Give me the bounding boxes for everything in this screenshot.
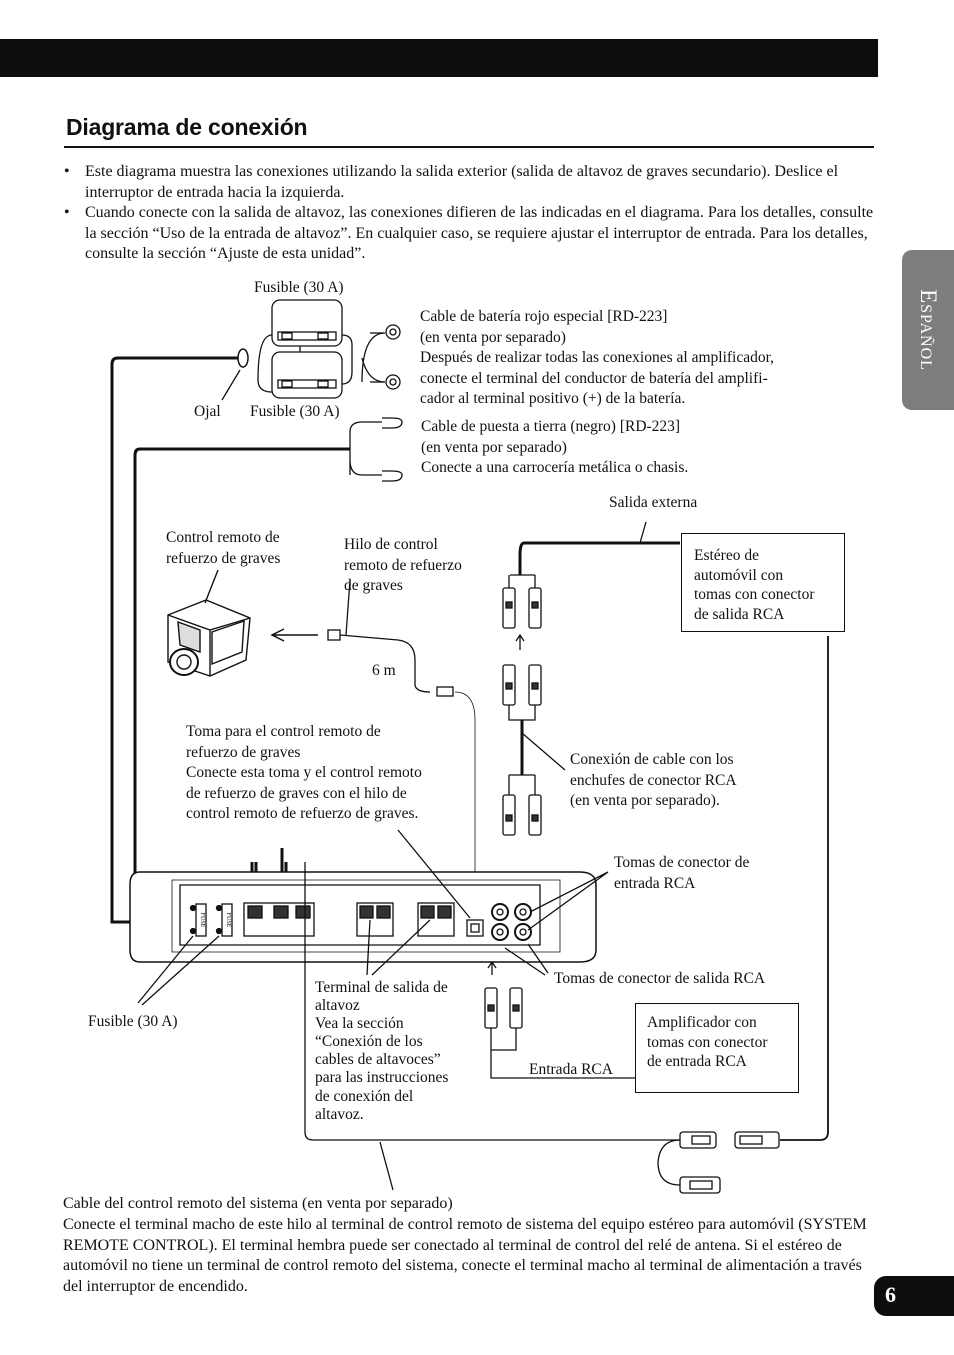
- battery-cable: [110, 356, 254, 924]
- label-line: de conexión del: [315, 1087, 414, 1105]
- footer-heading: Cable del control remoto del sistema (en…: [63, 1195, 453, 1212]
- system-remote-cable: [304, 862, 680, 1141]
- fork-terminal-icon: [349, 417, 403, 482]
- label-line: altavoz: [315, 997, 360, 1015]
- label-line: Toma para el control remoto de: [186, 723, 381, 740]
- label-line: de entrada RCA: [647, 1053, 747, 1070]
- label-line: tomas con conector: [694, 586, 815, 603]
- page-number-tab: 6: [874, 1276, 954, 1316]
- label-line: Conecte esta toma y el control remoto: [186, 764, 422, 781]
- rca-input-plug-label: Entrada RCA: [529, 1061, 613, 1078]
- remote-jack-label: Toma para el control remoto de refuerzo …: [186, 722, 422, 825]
- arrow-left-icon: [270, 628, 318, 642]
- label-line: (en venta por separado): [420, 328, 566, 346]
- label-line: cables de altavoces”: [315, 1051, 441, 1069]
- bullet-item: •Este diagrama muestra las conexiones ut…: [64, 163, 839, 201]
- label-line: para las instrucciones: [315, 1069, 449, 1087]
- rca-cable-label: Conexión de cable con los enchufes de co…: [570, 750, 737, 812]
- label-line: enchufes de conector RCA: [570, 771, 737, 789]
- page-number: 6: [885, 1282, 896, 1307]
- label-line: Vea la sección: [315, 1015, 404, 1033]
- label-line: refuerzo de graves: [166, 550, 281, 567]
- label-line: altavoz.: [315, 1105, 364, 1123]
- label-line: tomas con conector: [647, 1033, 768, 1051]
- language-tab: Español: [902, 250, 954, 410]
- label-line: automóvil con: [694, 566, 784, 584]
- label-line: Cable de puesta a tierra (negro) [RD-223…: [421, 418, 681, 435]
- label-line: Control remoto de: [166, 529, 280, 546]
- label-line: de salida RCA: [694, 605, 785, 623]
- label-line: “Conexión de los: [315, 1033, 423, 1051]
- fuse-marking: FUSE: [199, 913, 205, 928]
- speaker-terminal-label: Terminal de salida de altavoz Vea la sec…: [315, 979, 448, 1124]
- amplifier-icon: FUSE FUSE: [129, 871, 597, 963]
- remote-wire-label: Hilo de control remoto de refuerzo de gr…: [344, 535, 462, 597]
- cable-length-label: 6 m: [372, 662, 396, 679]
- bullet-item: •Cuando conecte con la salida de altavoz…: [64, 204, 874, 262]
- footer-paragraph: Conecte el terminal macho de este hilo a…: [63, 1215, 867, 1296]
- stereo-label: Estéreo de automóvil con tomas con conec…: [694, 546, 815, 624]
- ring-terminal-icon: [370, 324, 401, 390]
- rca-output-label: Tomas de conector de salida RCA: [554, 970, 766, 987]
- grommet-icon: [237, 348, 249, 368]
- label-line: Conecte a una carrocería metálica o chas…: [421, 459, 689, 476]
- label-line: Después de realizar todas las conexiones…: [420, 349, 775, 367]
- intro-bullets: •Este diagrama muestra las conexiones ut…: [64, 162, 874, 265]
- fuse-marking: FUSE: [225, 913, 231, 928]
- connector-male-icon: [657, 1131, 780, 1194]
- title-rule: [64, 146, 874, 148]
- label-line: Hilo de control: [344, 536, 438, 553]
- label-line: Amplificador con: [647, 1014, 757, 1031]
- label-line: Tomas de conector de: [614, 854, 750, 871]
- external-output-label: Salida externa: [609, 494, 698, 511]
- bullet-text: Cuando conecte con la salida de altavoz,…: [85, 204, 874, 262]
- label-line: remoto de refuerzo: [344, 556, 462, 574]
- rca-input-label: Tomas de conector de entrada RCA: [614, 852, 749, 894]
- bullet-text: Este diagrama muestra las conexiones uti…: [85, 163, 839, 201]
- label-line: Cable de batería rojo especial [RD-223]: [420, 308, 668, 325]
- label-line: Estéreo de: [694, 547, 759, 564]
- fuse-label-top: Fusible (30 A): [254, 279, 344, 296]
- stereo-output-cable: [518, 541, 680, 575]
- label-line: de graves: [344, 577, 403, 594]
- stereo-box: [681, 533, 845, 632]
- rca-plug-pair-icon: [484, 960, 523, 1051]
- label-line: cador al terminal positivo (+) de la bat…: [420, 390, 686, 408]
- label-line: control remoto de refuerzo de graves.: [186, 805, 419, 822]
- fuse-label-mid: Fusible (30 A): [250, 403, 340, 420]
- fuse-label-bottom: Fusible (30 A): [88, 1013, 178, 1030]
- label-line: conecte el terminal del conductor de bat…: [420, 369, 768, 387]
- label-line: entrada RCA: [614, 875, 696, 892]
- rca-plug-pair-icon: [502, 574, 542, 650]
- remote-control-label: Control remoto de refuerzo de graves: [166, 527, 280, 569]
- battery-cable-label: Cable de batería rojo especial [RD-223] …: [420, 307, 774, 410]
- ground-cable-label: Cable de puesta a tierra (negro) [RD-223…: [421, 417, 688, 479]
- label-line: (en venta por separado): [421, 438, 567, 456]
- label-line: Conexión de cable con los: [570, 751, 734, 768]
- grommet-label: Ojal: [194, 403, 221, 420]
- label-line: Terminal de salida de: [315, 979, 448, 996]
- header-bar: [0, 39, 878, 77]
- fuse-holder-top: [257, 299, 386, 399]
- rca-plug-pair-icon: [502, 664, 566, 890]
- amplifier-label: Amplificador con tomas con conector de e…: [647, 1013, 768, 1072]
- label-line: de refuerzo de graves con el hilo de: [186, 784, 407, 802]
- page-title: Diagrama de conexión: [66, 114, 308, 140]
- label-line: (en venta por separado).: [570, 792, 720, 809]
- amplifier-box: [635, 1003, 799, 1093]
- remote-wire: [327, 579, 476, 925]
- footer-text: Cable del control remoto del sistema (en…: [63, 1194, 873, 1298]
- label-line: refuerzo de graves: [186, 743, 301, 761]
- bass-remote-icon: [167, 569, 251, 677]
